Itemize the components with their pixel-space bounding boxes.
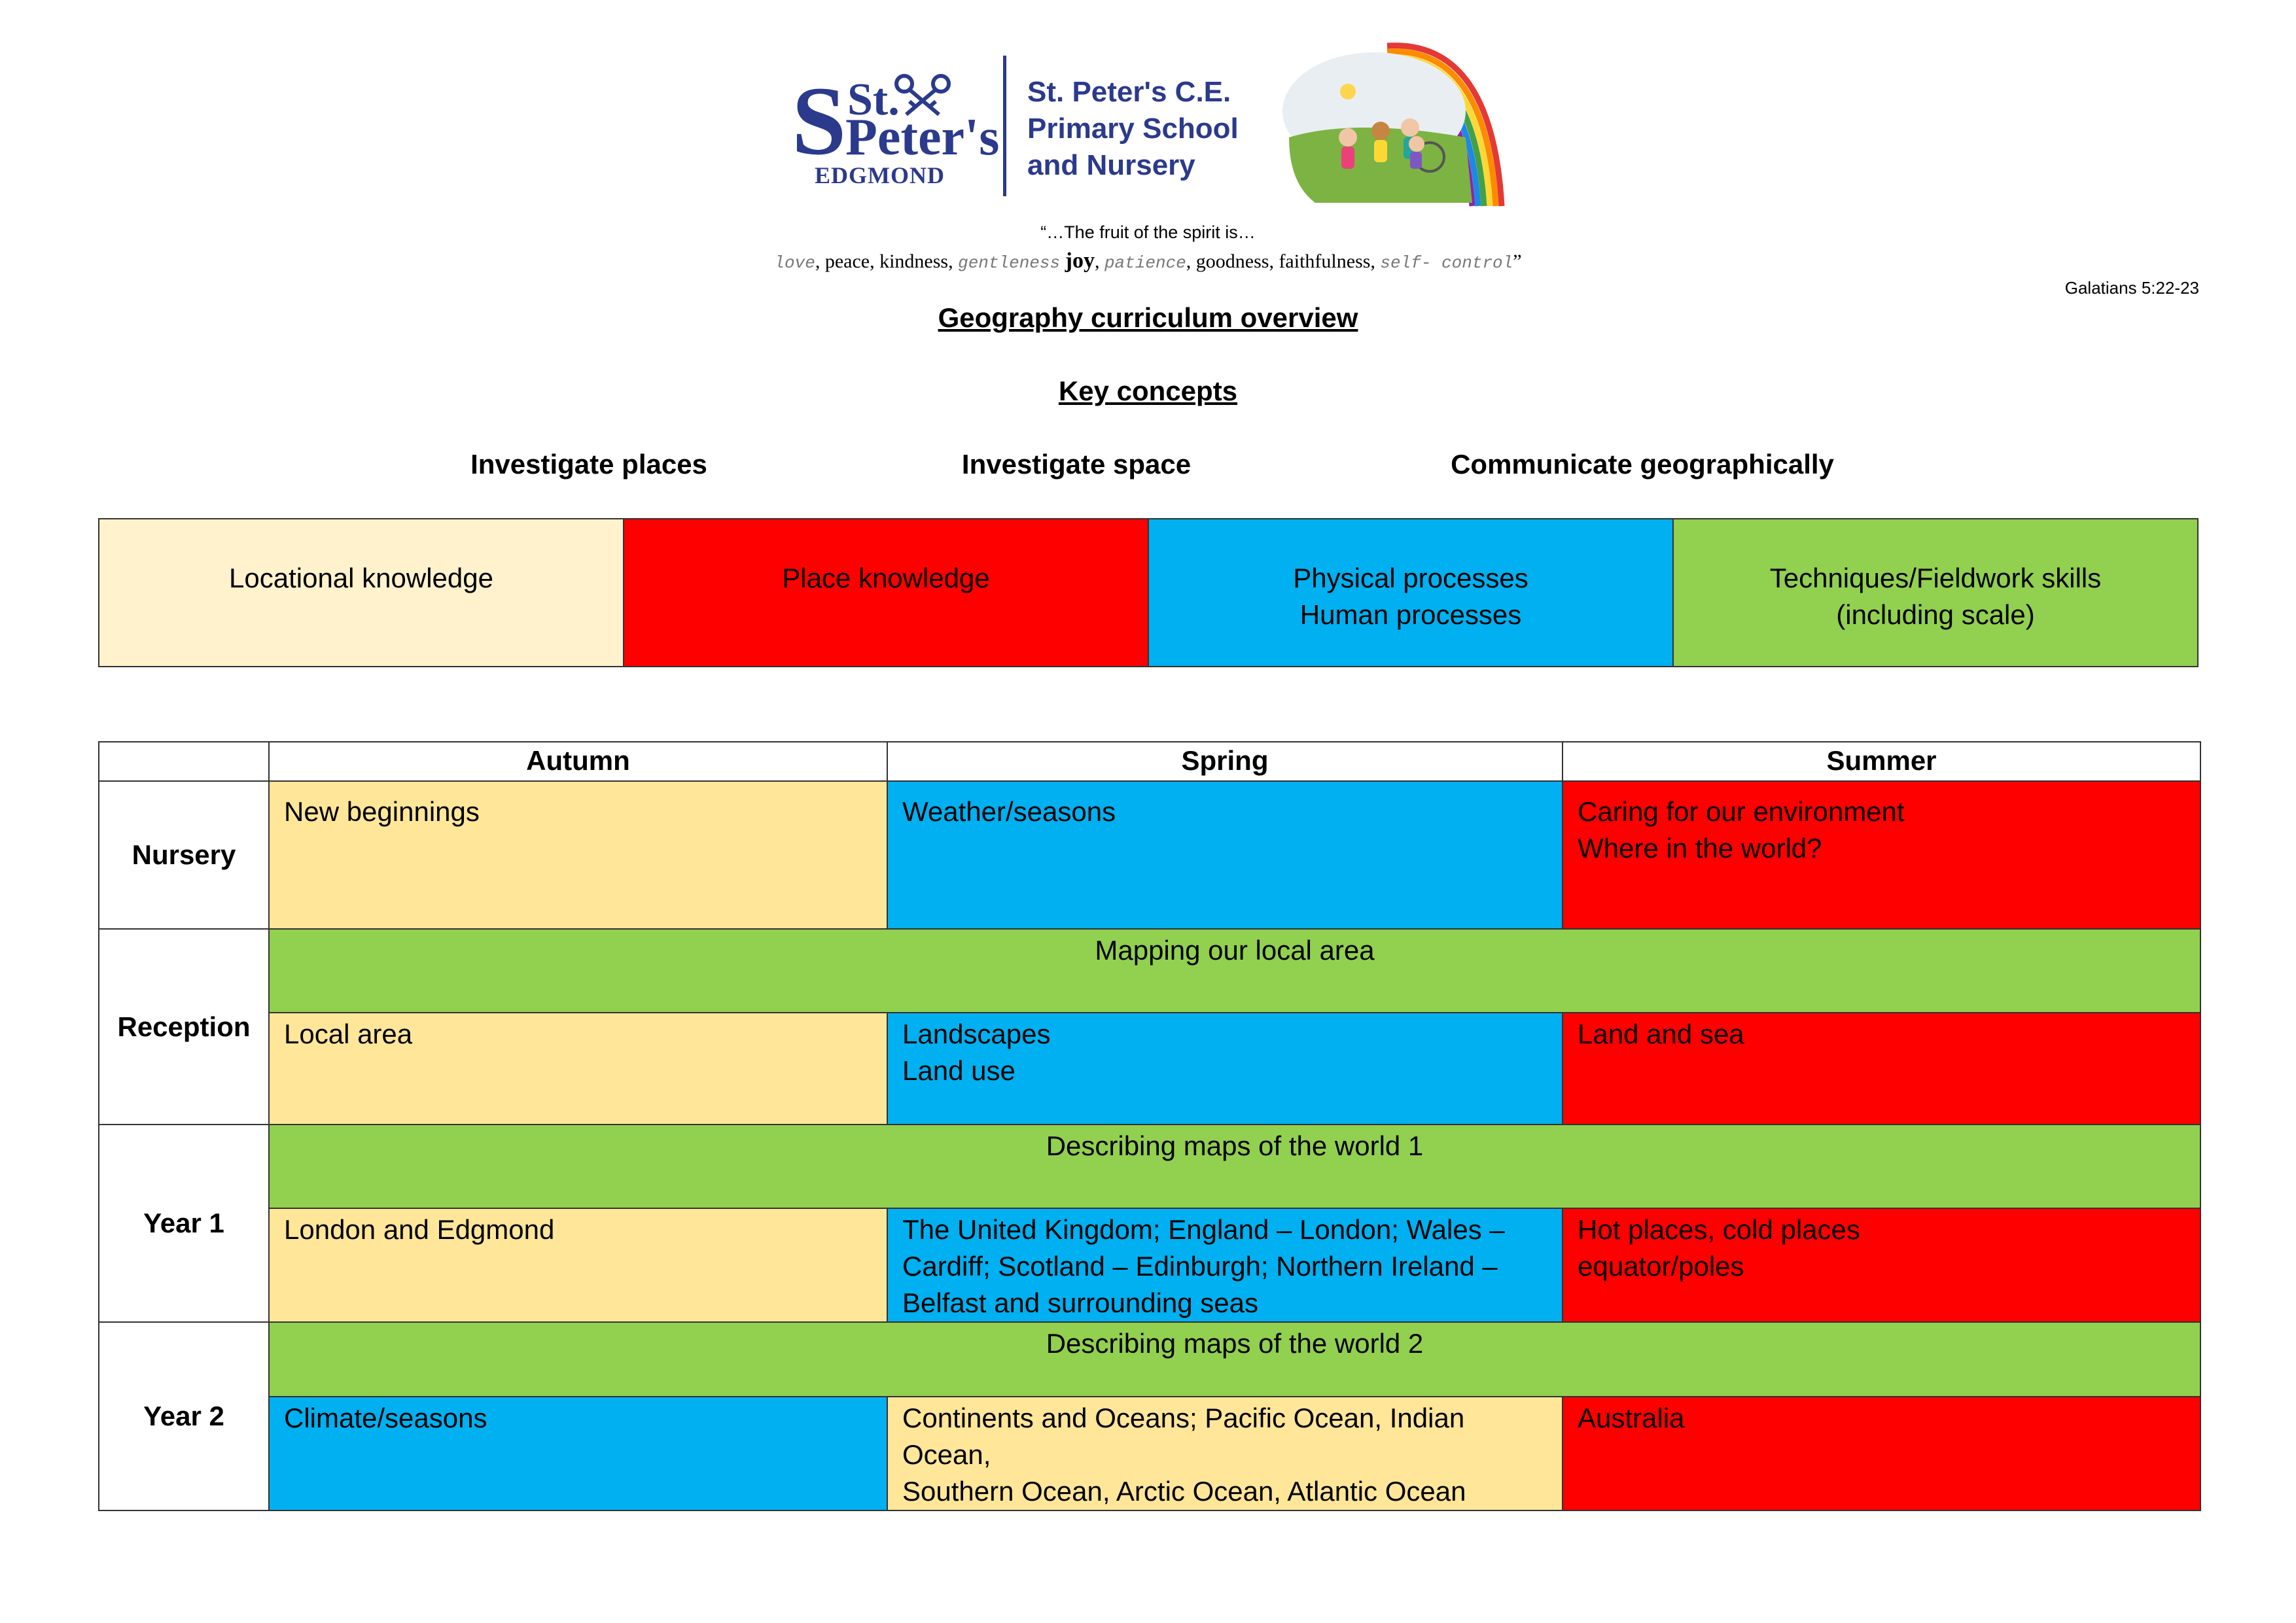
year1-autumn: London and Edgmond [268, 1208, 888, 1323]
quote-word: love [774, 253, 815, 273]
year2-autumn: Climate/seasons [268, 1396, 888, 1511]
topic-line: Climate/seasons [284, 1403, 487, 1433]
quote-word: , goodness, faithfulness, [1186, 251, 1381, 272]
logo-st: St. [847, 75, 900, 125]
header-autumn: Autumn [268, 741, 888, 782]
year1-summer: Hot places, cold places equator/poles [1562, 1208, 2201, 1323]
concept-investigate-space: Investigate space [961, 449, 1192, 480]
table-row-nursery: Nursery New beginnings Weather/seasons C… [98, 780, 2201, 930]
year-label: Nursery [98, 780, 270, 930]
key-label: Techniques/Fieldwork skills [1769, 563, 2102, 593]
topic-line: Local area [284, 1019, 413, 1049]
topic-line: Landscapes [902, 1019, 1051, 1049]
colour-key: Locational knowledge Place knowledge Phy… [98, 518, 2199, 667]
year2-banner: Describing maps of the world 2 [268, 1321, 2201, 1397]
key-techniques: Techniques/Fieldwork skills (including s… [1674, 519, 2197, 666]
quote-word: , [1094, 251, 1104, 272]
key-locational-knowledge: Locational knowledge [99, 519, 624, 666]
page-title: Geography curriculum overview [938, 302, 1358, 333]
quote-word [1060, 251, 1065, 272]
quote-word: ” [1513, 251, 1522, 272]
topic-line: Caring for our environment [1578, 796, 1905, 827]
table-row-reception-banner: Reception Mapping our local area [98, 928, 2201, 1125]
topic-line: The United Kingdom; England – London; Wa… [902, 1214, 1505, 1245]
topic-line: equator/poles [1578, 1251, 1744, 1282]
topic-line: Where in the world? [1578, 833, 1822, 864]
logo-letter-s: S [792, 67, 847, 175]
concept-communicate-geographically: Communicate geographically [1451, 449, 1834, 480]
key-label: Locational knowledge [229, 563, 493, 593]
topic-line: Hot places, cold places [1578, 1214, 1860, 1245]
school-name-line: Primary School [1027, 113, 1239, 145]
logo-divider [1003, 56, 1006, 196]
topic-line: Continents and Oceans; Pacific Ocean, In… [902, 1403, 1465, 1470]
logo-edgmond: EDGMOND [815, 162, 945, 188]
quote-intro: “…The fruit of the spirit is… [1040, 222, 1256, 242]
nursery-autumn: New beginnings [268, 780, 888, 930]
key-label: Physical processes [1293, 563, 1528, 593]
year2-summer: Australia [1562, 1396, 2201, 1511]
quote-fruits: love, peace, kindness, gentleness joy, p… [0, 249, 2296, 273]
topic-line: Weather/seasons [902, 796, 1116, 827]
school-name-line: St. Peter's C.E. [1027, 76, 1231, 108]
header-blank [98, 741, 270, 782]
crossed-keys-icon [894, 74, 951, 116]
topic-line: Australia [1578, 1403, 1685, 1433]
quote-word: joy [1065, 249, 1095, 273]
key-label: Human processes [1299, 599, 1522, 630]
year-label: Year 1 [98, 1124, 270, 1323]
logo-peters: Peter's [845, 109, 1000, 166]
topic-line: Land and sea [1578, 1019, 1744, 1049]
year1-spring: The United Kingdom; England – London; Wa… [887, 1208, 1563, 1323]
table-row-year1: London and Edgmond The United Kingdom; E… [99, 1208, 2201, 1323]
reception-autumn: Local area [268, 1012, 888, 1125]
key-place-knowledge: Place knowledge [624, 519, 1149, 666]
nursery-spring: Weather/seasons [887, 780, 1563, 930]
reception-summer: Land and sea [1562, 1012, 2201, 1125]
reception-banner: Mapping our local area [268, 928, 2201, 1013]
quote-word: patience [1104, 253, 1186, 273]
topic-line: London and Edgmond [284, 1214, 555, 1245]
year1-banner: Describing maps of the world 1 [268, 1124, 2201, 1209]
topic-line: New beginnings [284, 796, 480, 827]
key-label: (including scale) [1836, 599, 2035, 630]
key-label: Place knowledge [782, 563, 990, 593]
curriculum-table: Autumn Spring Summer Nursery New beginni… [98, 741, 2201, 1511]
reception-spring: Landscapes Land use [887, 1012, 1563, 1125]
table-row-year2-banner: Year 2 Describing maps of the world 2 [98, 1321, 2201, 1511]
school-name-line: and Nursery [1027, 149, 1195, 181]
year-label: Reception [98, 928, 270, 1125]
table-header-row: Autumn Spring Summer [98, 741, 2201, 782]
nursery-summer: Caring for our environment Where in the … [1562, 780, 2201, 930]
topic-line: Cardiff; Scotland – Edinburgh; Northern … [902, 1251, 1498, 1282]
table-row-year2: Climate/seasons Continents and Oceans; P… [99, 1396, 2201, 1511]
topic-line: Land use [902, 1055, 1016, 1086]
quote-word: gentleness [958, 253, 1061, 273]
topic-line: Belfast and surrounding seas [902, 1287, 1259, 1318]
year2-spring: Continents and Oceans; Pacific Ocean, In… [887, 1396, 1563, 1511]
key-processes: Physical processes Human processes [1149, 519, 1674, 666]
quote-reference: Galatians 5:22-23 [2064, 278, 2199, 298]
year-label: Year 2 [98, 1321, 270, 1511]
topic-line: Southern Ocean, Arctic Ocean, Atlantic O… [902, 1476, 1466, 1507]
header-spring: Spring [887, 741, 1563, 782]
quote-word: , peace, kindness, [815, 251, 959, 272]
children-rainbow-illustration [1282, 43, 1505, 207]
concept-investigate-places: Investigate places [470, 449, 707, 480]
key-concepts-title: Key concepts [1058, 375, 1238, 406]
table-row-reception: Local area Landscapes Land use Land and … [99, 1012, 2201, 1125]
school-name: St. Peter's C.E. Primary School and Nurs… [1027, 74, 1263, 184]
school-logo: S St. Peter's EDGMOND [792, 67, 999, 187]
header-summer: Summer [1562, 741, 2201, 782]
table-row-year1-banner: Year 1 Describing maps of the world 1 [98, 1124, 2201, 1323]
quote-word: self- control [1380, 253, 1513, 273]
